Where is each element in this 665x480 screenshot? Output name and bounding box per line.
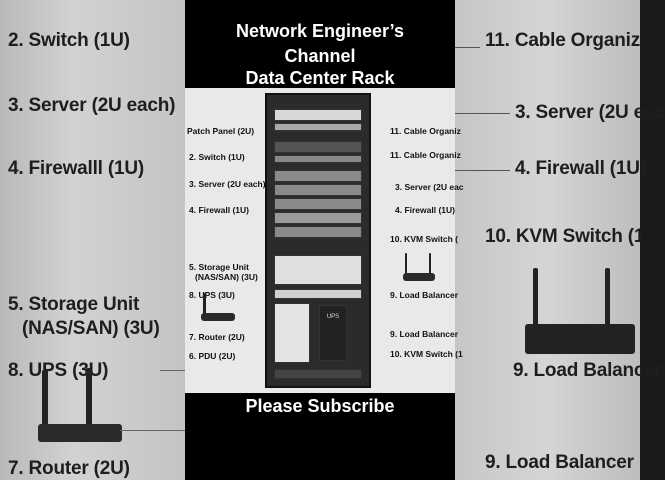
ups-unit: UPS xyxy=(319,305,347,361)
label-firewall-right: 4. Firewall (1U) xyxy=(395,205,455,215)
center-column: Network Engineer’s Channel Data Center R… xyxy=(185,0,464,480)
label-storage-sub: (NAS/SAN) (3U) xyxy=(195,272,258,282)
title-line-3: Data Center Rack xyxy=(245,68,395,88)
bg-label-kvm: 10. KVM Switch (1 xyxy=(485,226,645,247)
organizer-unit-2 xyxy=(274,155,362,163)
label-load-balancer-1: 9. Load Balancer xyxy=(390,290,459,300)
bg-label-cable-organizer: 11. Cable Organiz xyxy=(485,30,640,51)
bg-label-router: 7. Router (2U) xyxy=(8,458,130,479)
label-pdu: 6. PDU (2U) xyxy=(189,351,236,361)
bg-label-ups: 8. UPS (3U) xyxy=(8,360,109,381)
label-kvm-switch: 10. KVM Switch ( xyxy=(390,234,459,244)
cable-organizer-unit xyxy=(274,123,362,131)
rack-diagram: Patch Panel (2U) 2. Switch (1U) 3. Serve… xyxy=(185,88,464,393)
bg-label-load-balancer: 9. Load Balancer xyxy=(513,360,662,381)
label-switch: 2. Switch (1U) xyxy=(189,152,245,162)
bg-label-storage: 5. Storage Unit xyxy=(8,294,140,315)
right-background-panel: 11. Cable Organiz 3. Server (2U eac 4. F… xyxy=(455,0,665,480)
pdu-unit xyxy=(274,369,362,379)
bg-label-switch: 2. Switch (1U) xyxy=(8,30,130,51)
label-storage-unit: 5. Storage Unit xyxy=(189,262,249,272)
label-firewall: 4. Firewall (1U) xyxy=(189,205,249,215)
label-server: 3. Server (2U each) xyxy=(189,179,266,189)
subscribe-text: Please Subscribe xyxy=(245,396,395,416)
pc-tower xyxy=(274,303,310,363)
label-router: 7. Router (2U) xyxy=(189,332,245,342)
bg-label-server-right: 3. Server (2U eac xyxy=(515,102,665,123)
bg-label-firewall-right: 4. Firewall (1U) xyxy=(515,158,646,179)
server-rack: UPS xyxy=(265,93,371,388)
label-cable-organizer-1: 11. Cable Organiz xyxy=(390,126,461,136)
firewall-unit xyxy=(274,212,362,224)
bg-label-server: 3. Server (2U each) xyxy=(8,95,176,116)
server-unit-2 xyxy=(274,184,362,196)
title-line-1: Network Engineer’s xyxy=(235,21,405,41)
ups-unit-label: UPS xyxy=(326,314,340,320)
label-server-right: 3. Server (2U eac xyxy=(395,182,464,192)
left-background-panel: 2. Switch (1U) 3. Server (2U each) 4. Fi… xyxy=(0,0,185,480)
server-unit-4 xyxy=(274,226,362,238)
label-kvm-switch-2: 10. KVM Switch (1 xyxy=(390,349,463,359)
patch-panel-unit xyxy=(274,109,362,121)
label-load-balancer-2: 9. Load Balancer xyxy=(390,329,459,339)
label-ups: 8. UPS (3U) xyxy=(189,290,235,300)
bg-label-load-balancer-2: 9. Load Balancer xyxy=(485,452,634,473)
server-unit-1 xyxy=(274,170,362,182)
label-cable-organizer-2: 11. Cable Organiz xyxy=(390,150,461,160)
label-patch-panel: Patch Panel (2U) xyxy=(187,126,255,136)
load-balancer-unit xyxy=(274,289,362,299)
bg-label-storage-sub: (NAS/SAN) (3U) xyxy=(22,318,160,339)
server-unit-3 xyxy=(274,198,362,210)
title-line-2: Channel xyxy=(284,46,356,66)
bg-label-firewall: 4. Firewalll (1U) xyxy=(8,158,144,179)
switch-unit xyxy=(274,141,362,153)
storage-unit xyxy=(274,255,362,285)
